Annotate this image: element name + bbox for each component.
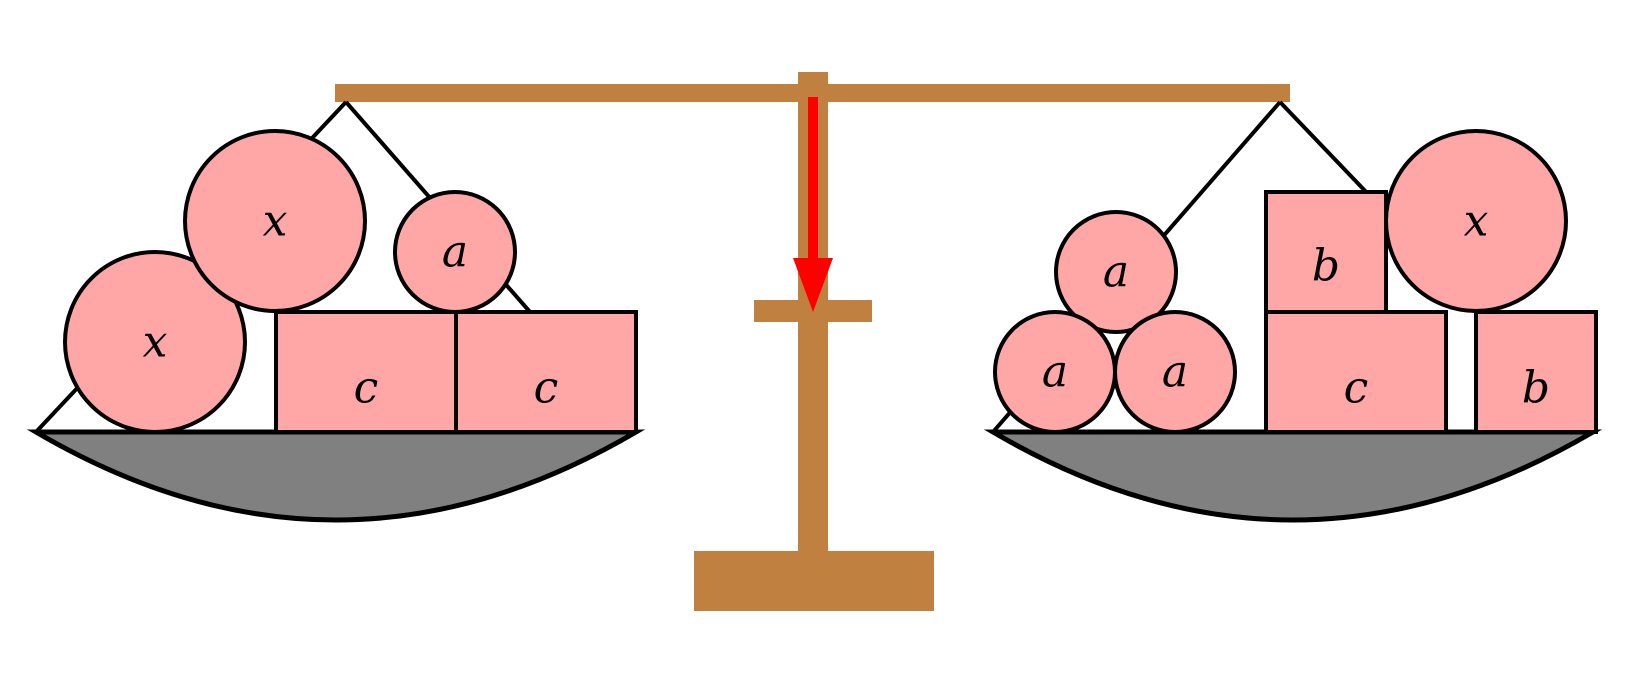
svg-text:x: x — [143, 317, 168, 368]
weight-circle: x — [183, 129, 367, 313]
weight-square: c — [454, 310, 638, 434]
weight-circle: a — [1113, 310, 1237, 434]
left-pan — [26, 429, 646, 523]
scale-base — [694, 551, 934, 611]
scale-beam — [335, 84, 1290, 102]
svg-text:c: c — [1344, 363, 1369, 414]
weight-square: b — [1264, 190, 1388, 314]
svg-text:b: b — [1522, 363, 1550, 414]
weight-circle: x — [1384, 129, 1568, 313]
weight-square: c — [274, 310, 458, 434]
weight-circle: a — [1054, 210, 1178, 334]
svg-text:c: c — [534, 363, 559, 414]
right-rope-inner — [1278, 100, 1372, 198]
tilt-indicator-arrow — [793, 97, 833, 312]
right-pan — [983, 429, 1603, 523]
svg-text:a: a — [1103, 247, 1129, 298]
weight-circle: a — [993, 310, 1117, 434]
svg-text:x: x — [263, 196, 288, 247]
weight-circle: x — [63, 250, 247, 434]
weight-circle: a — [393, 190, 517, 314]
right-pan-weights: a a a b x c b — [993, 129, 1598, 434]
svg-text:a: a — [1042, 347, 1068, 398]
svg-text:c: c — [354, 363, 379, 414]
weight-square: b — [1474, 310, 1598, 434]
svg-text:x: x — [1464, 196, 1489, 247]
svg-text:a: a — [442, 227, 468, 278]
svg-text:b: b — [1312, 241, 1340, 292]
left-pan-weights: x x a c c — [63, 129, 638, 434]
svg-text:a: a — [1162, 347, 1188, 398]
weight-square: c — [1264, 310, 1448, 434]
indicator-head — [793, 258, 833, 312]
